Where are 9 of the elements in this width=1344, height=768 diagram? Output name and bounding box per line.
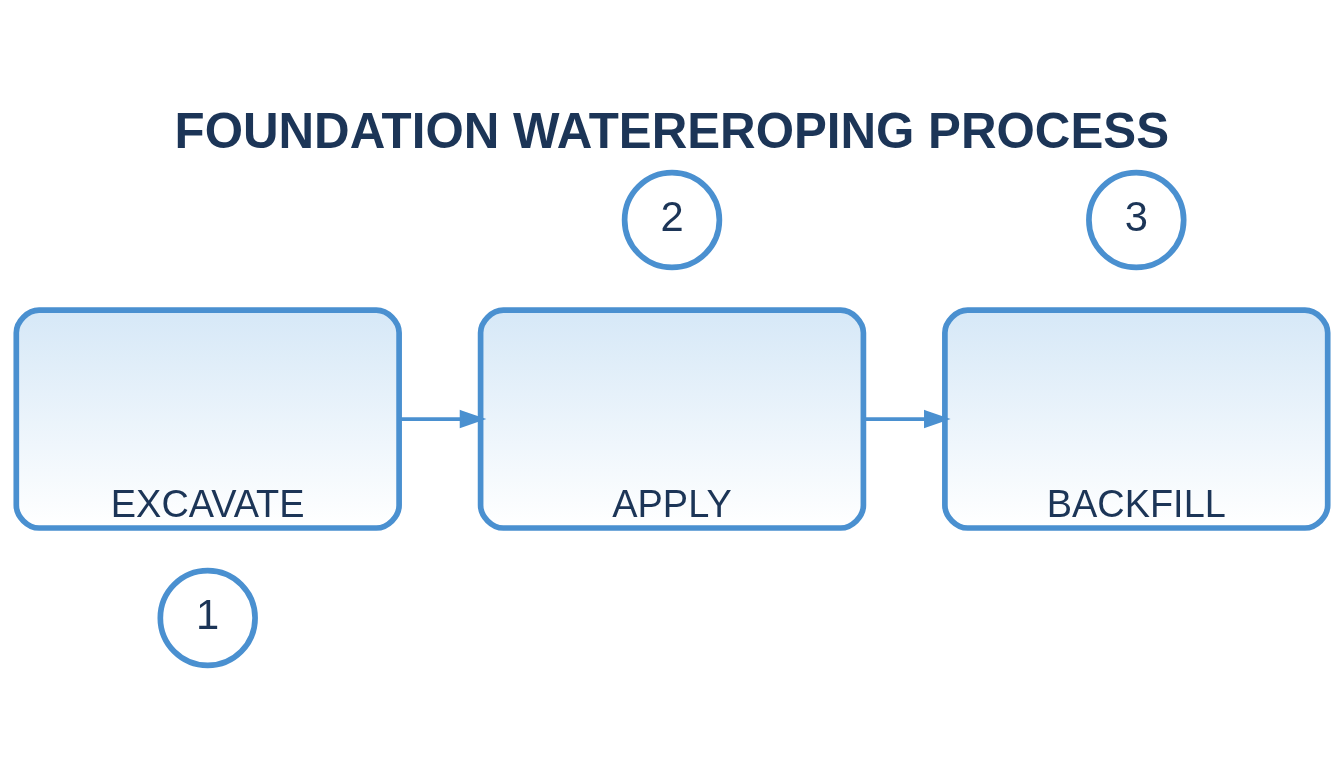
node-circle: 2 [621, 169, 723, 271]
arrow [399, 409, 487, 429]
node-circle: 3 [1086, 169, 1187, 271]
node-circle: 1 [157, 567, 258, 669]
diagram-title: FOUNDATION WATEREROPING PROCESS [174, 102, 1170, 158]
node-box: EXCAVATE [13, 307, 402, 531]
arrow [863, 409, 951, 429]
node-box: BACKFILL [942, 307, 1331, 531]
node-box: APPLY [477, 307, 867, 531]
